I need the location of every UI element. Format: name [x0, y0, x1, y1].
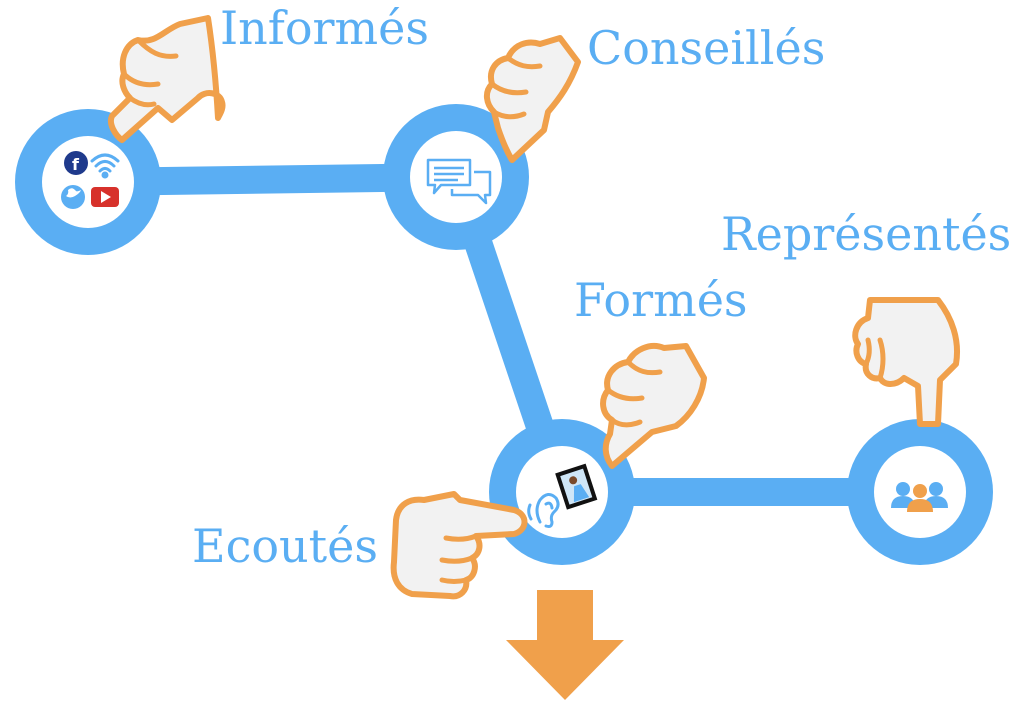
tablet-photo-icon: [555, 463, 598, 510]
label-formes: Formés: [574, 273, 748, 327]
label-ecoutes: Ecoutés: [192, 519, 378, 573]
label-informes: Informés: [220, 1, 429, 55]
down-arrow-icon: [506, 590, 624, 700]
ear-icon: [527, 493, 560, 528]
svg-text:f: f: [72, 155, 80, 174]
hand-pointer-representes-icon: [852, 297, 960, 427]
social-media-icon: f: [61, 151, 120, 209]
group-people-icon: [891, 482, 948, 512]
label-conseilles: Conseillés: [587, 21, 825, 75]
node-informes: f: [15, 109, 161, 255]
speech-bubbles-icon: [426, 158, 492, 205]
hand-pointer-conseilles-icon: [484, 35, 581, 163]
node-conseilles: [383, 104, 529, 250]
hand-pointer-ecoutes-icon: [390, 491, 528, 600]
wifi-icon: [90, 153, 120, 179]
label-representes: Représentés: [721, 207, 1011, 261]
hand-pointer-formes-icon: [600, 342, 707, 469]
hand-pointer-informes-icon: [108, 15, 226, 143]
node-representes: [847, 419, 993, 565]
